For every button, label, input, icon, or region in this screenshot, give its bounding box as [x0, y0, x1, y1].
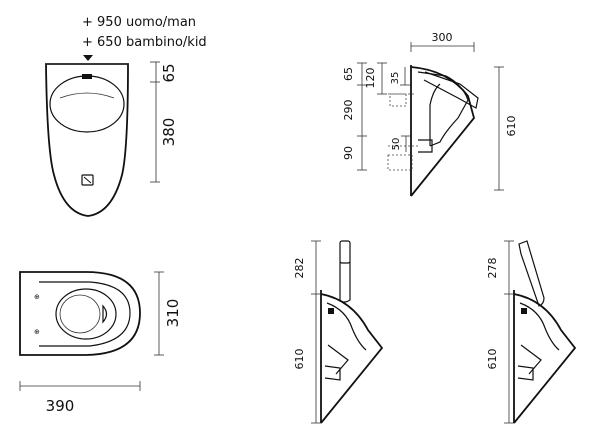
side-b-dim-610: 610	[486, 349, 499, 370]
side-a-inlet	[328, 308, 334, 314]
top-bowl-opening	[55, 288, 117, 340]
side-view-b: 278 610	[486, 240, 577, 424]
side-b-body-outline	[513, 293, 577, 424]
top-body-outline	[19, 271, 141, 356]
side-cover	[423, 71, 479, 109]
waste-box-dashed	[387, 154, 413, 171]
side-drain	[418, 139, 433, 153]
front-body-outline	[45, 63, 129, 217]
side-dim-90: 90	[342, 146, 355, 160]
front-dim-65: 65	[160, 63, 178, 82]
side-dim-35: 35	[390, 72, 401, 85]
side-b-inlet	[521, 308, 527, 314]
side-a-inner-trap	[327, 344, 349, 375]
side-inner-outline	[417, 71, 469, 147]
side-a-drain	[324, 365, 341, 381]
outlet-drain-cross	[83, 176, 92, 184]
top-inner-rim	[39, 281, 131, 347]
side-dim-50: 50	[391, 138, 402, 151]
side-view-main: 300 610 65 290 90 120 35 50	[342, 31, 518, 197]
top-dim-390: 390	[46, 397, 75, 415]
side-a-dim-610: 610	[293, 349, 306, 370]
supply-box-dashed	[389, 93, 407, 107]
side-b-dim-278: 278	[486, 258, 499, 279]
side-a-bowl-curve	[326, 302, 367, 351]
side-dim-120: 120	[364, 68, 377, 89]
side-b-bowl-curve	[519, 302, 560, 351]
side-dim-610: 610	[505, 116, 518, 137]
side-b-inner-trap	[520, 344, 542, 375]
side-a-cover-raised	[339, 240, 351, 264]
outlet-drain-icon	[81, 174, 94, 186]
top-drain-icon	[102, 304, 108, 324]
adult-height-note: + 950 uomo/man	[82, 15, 196, 30]
top-bowl-inner	[59, 294, 101, 334]
side-dim-300: 300	[432, 31, 453, 44]
side-b-drain	[517, 365, 534, 381]
top-fixing-hole-icon: ⊕	[34, 293, 40, 301]
install-height-arrow	[83, 55, 93, 61]
front-dim-380: 380	[160, 118, 178, 147]
side-view-a: 282 610	[293, 240, 384, 424]
top-dim-310: 310	[164, 299, 182, 328]
side-dim-65: 65	[342, 67, 355, 81]
side-dim-290: 290	[342, 100, 355, 121]
top-view: ⊕ ⊕ 310 390	[19, 271, 182, 415]
top-fixing-hole-icon: ⊕	[34, 328, 40, 336]
side-b-cover-tilted	[518, 240, 545, 307]
side-a-body-outline	[320, 293, 384, 424]
child-height-note: + 650 bambino/kid	[82, 35, 207, 50]
front-bowl-rim	[59, 92, 115, 99]
side-a-dim-282: 282	[293, 258, 306, 279]
side-bowl-curve	[429, 83, 441, 146]
front-view: 65 380	[45, 61, 178, 217]
side-body-outline	[410, 66, 475, 197]
front-bowl-opening	[49, 75, 125, 133]
side-a-cover-body	[339, 262, 351, 303]
inlet-connector	[82, 74, 92, 79]
